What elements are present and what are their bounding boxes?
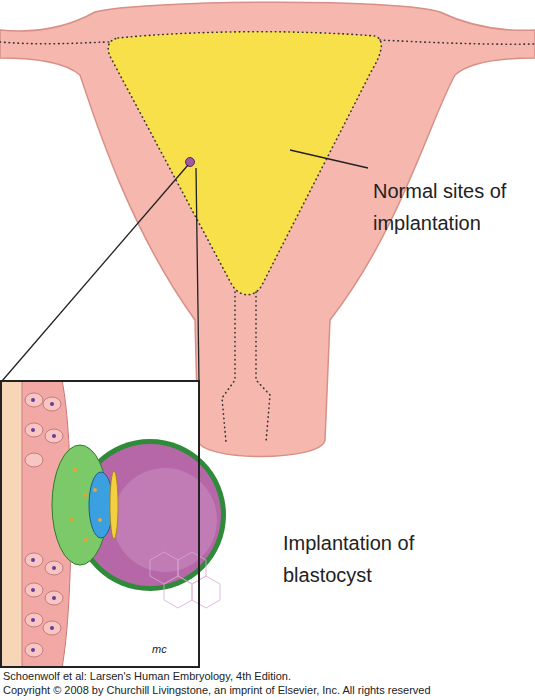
caption-label: Implantation of blastocyst	[283, 527, 453, 591]
implantation-dot	[186, 158, 195, 167]
artist-signature: mc	[152, 643, 182, 655]
inset-frame	[1, 381, 199, 667]
source-credit: Schoenwolf et al: Larsen's Human Embryol…	[3, 670, 533, 682]
copyright-notice: Copyright © 2008 by Churchill Livingston…	[3, 684, 533, 696]
endometrial-cavity	[108, 32, 381, 295]
leader-lines	[2, 150, 368, 381]
callout-label: Normal sites of implantation	[373, 175, 535, 239]
